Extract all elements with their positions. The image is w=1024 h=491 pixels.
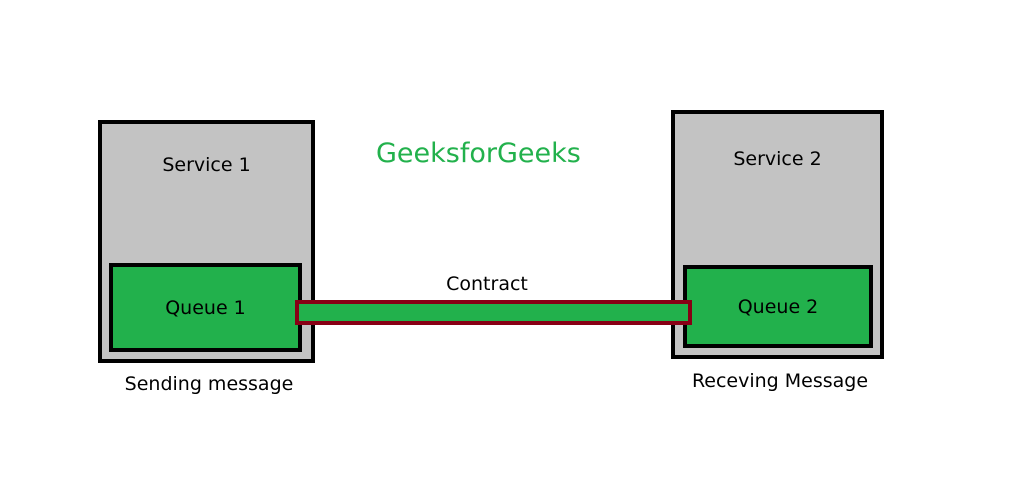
service-2-title: Service 2 (733, 148, 822, 170)
service-1-caption: Sending message (124, 373, 294, 395)
queue-1-label: Queue 1 (165, 296, 246, 319)
contract-connector (295, 300, 692, 325)
queue-1-box: Queue 1 (109, 263, 302, 352)
queue-2-label: Queue 2 (737, 295, 819, 318)
service-1-title: Service 1 (162, 154, 251, 176)
contract-label: Contract (446, 273, 528, 295)
queue-2-box: Queue 2 (683, 265, 873, 348)
service-2-caption: Receving Message (691, 370, 869, 392)
brand-title: GeeksforGeeks (376, 138, 581, 169)
